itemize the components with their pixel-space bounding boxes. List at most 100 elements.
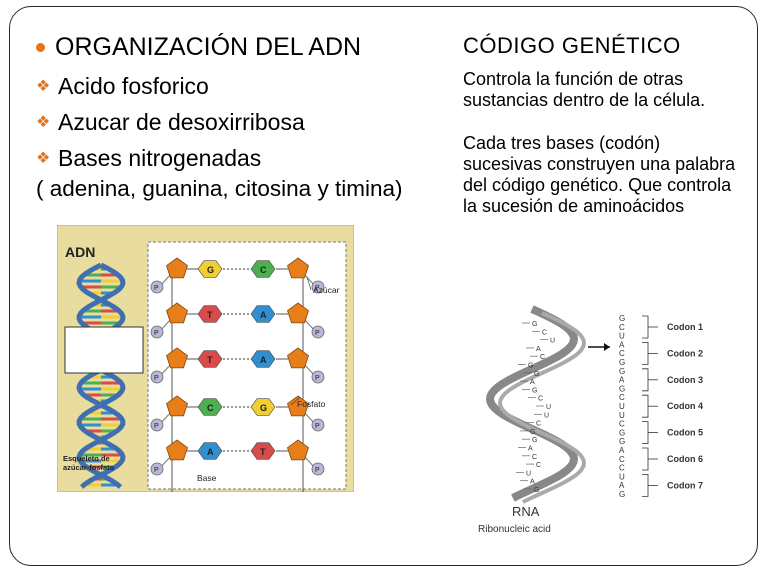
phosphate-letter: P — [154, 285, 159, 292]
bullet-text: Acido fosforico — [58, 72, 209, 99]
rna-backbone — [485, 305, 579, 502]
base-letter: C — [207, 403, 214, 413]
bullet-item: ❖ Acido fosforico — [36, 68, 456, 104]
nucleotide-letter: G — [532, 387, 537, 394]
nucleotide-letter: A — [530, 479, 535, 486]
slide-heading: ORGANIZACIÓN DEL ADN — [36, 30, 456, 64]
dna-title: ADN — [65, 244, 95, 260]
nucleotide-letter: G — [534, 487, 539, 494]
codon-letter: A — [619, 340, 625, 349]
nucleotide-letter: A — [530, 379, 535, 386]
phosphate-letter: P — [315, 467, 320, 474]
codon-letter: C — [619, 455, 625, 464]
phosphate-letter: P — [154, 330, 159, 337]
nucleotide-letter: C — [540, 354, 545, 361]
phosphate-letter: P — [315, 330, 320, 337]
base-letter: T — [207, 355, 213, 365]
base-letter: A — [207, 447, 214, 457]
arrow-head-icon — [604, 343, 610, 351]
phosphate-letter: P — [154, 467, 159, 474]
codon-letter: C — [619, 464, 625, 473]
codon-label: Codon 2 — [667, 348, 703, 358]
codon-letter: G — [619, 367, 625, 376]
nucleotide-letter: G — [528, 363, 533, 370]
orange-bullet-icon — [36, 42, 45, 52]
codon-letter: U — [619, 402, 625, 411]
nucleotide-letter: C — [536, 462, 541, 469]
backbone-label-line2: azúcar-fosfato — [63, 463, 115, 472]
codon-list: Codon 1 Codon 2 Codon 3 Codon 4 Codon 5 Codon… — [642, 315, 703, 497]
sugar-pentagon-icon — [287, 257, 309, 279]
sugar-pentagon-icon — [166, 302, 188, 324]
codon-label: Codon 7 — [667, 480, 703, 490]
rna-backbone-shadow — [497, 311, 587, 504]
diamond-bullet-icon: ❖ — [36, 114, 51, 131]
genetic-code-paragraph-2: Cada tres bases (codón) sucesivas constr… — [463, 133, 736, 216]
phosphate-label: Fosfato — [297, 399, 326, 409]
nucleotide-letter: U — [526, 470, 531, 477]
codon-letter: C — [619, 420, 625, 429]
base-hexagon-icon — [250, 398, 276, 416]
codon-label: Codon 3 — [667, 375, 703, 385]
codon-label: Codon 5 — [667, 428, 703, 438]
bullet-text: Bases nitrogenadas — [58, 144, 262, 171]
base-hexagon-icon — [250, 260, 276, 278]
codon-letter: A — [619, 446, 625, 455]
nucleotide-letter: U — [546, 404, 551, 411]
bullet-item: ❖ Azucar de desoxirribosa — [36, 104, 456, 140]
right-column: CÓDIGO GENÉTICO Controla la función de o… — [463, 33, 743, 217]
codon-letter: G — [619, 428, 625, 437]
phosphate-icon — [150, 325, 164, 339]
base-hexagon-icon — [197, 260, 223, 278]
base-hexagon-icon — [197, 350, 223, 368]
codon-label: Codon 4 — [667, 401, 703, 411]
codon-letter: G — [619, 358, 625, 367]
phosphate-icon — [150, 462, 164, 476]
codon-bracket — [642, 368, 649, 392]
nucleotide-letter: G — [530, 429, 535, 436]
codon-letter: U — [619, 332, 625, 341]
helix-strand — [76, 262, 126, 489]
base-hexagon-icon — [250, 350, 276, 368]
base-hexagon-icon — [197, 305, 223, 323]
diamond-bullet-icon: ❖ — [36, 150, 51, 167]
codon-bracket — [642, 447, 649, 471]
codon-letter: A — [619, 376, 625, 385]
base-letter: A — [260, 355, 267, 365]
bullet-text: Azucar de desoxirribosa — [58, 108, 305, 135]
sugar-pentagon-icon — [166, 347, 188, 369]
nucleotide-letter: U — [550, 338, 555, 345]
nucleotide-letter: U — [544, 412, 549, 419]
double-helix-icon — [64, 262, 144, 489]
phosphate-icon — [150, 418, 164, 432]
codon-bracket — [642, 394, 649, 418]
highlight-box — [64, 326, 144, 374]
nucleotide-letter: C — [542, 329, 547, 336]
base-label: Base — [197, 473, 217, 483]
codon-letter: C — [619, 393, 625, 402]
sugar-pentagon-icon — [287, 302, 309, 324]
base-hexagon-icon — [250, 442, 276, 460]
sugar-pentagon-icon — [287, 347, 309, 369]
nucleotide-letter: A — [536, 346, 541, 353]
bases-list-text: ( adenina, guanina, citosina y timina) — [36, 176, 403, 201]
base-hexagon-icon — [197, 442, 223, 460]
sugar-pentagon-icon — [287, 439, 309, 461]
phosphate-letter: P — [315, 285, 320, 292]
codon-letter: U — [619, 411, 625, 420]
phosphate-letter: P — [315, 375, 320, 382]
codon-label: Codon 1 — [667, 322, 703, 332]
genetic-code-paragraph-1: Controla la función de otras sustancias … — [463, 69, 706, 110]
nucleotide-letter: A — [528, 446, 533, 453]
codon-letter: A — [619, 481, 625, 490]
codon-letter: C — [619, 323, 625, 332]
codon-letter: G — [619, 384, 625, 393]
bullet-item: ❖ Bases nitrogenadas — [36, 140, 456, 176]
codon-letter: C — [619, 349, 625, 358]
codon-letter: G — [619, 437, 625, 446]
bullet-list: ❖ Acido fosforico ❖ Azucar de desoxirrib… — [36, 68, 456, 176]
heading-text: ORGANIZACIÓN DEL ADN — [55, 32, 362, 61]
rna-caption: Ribonucleic acid — [478, 524, 551, 535]
